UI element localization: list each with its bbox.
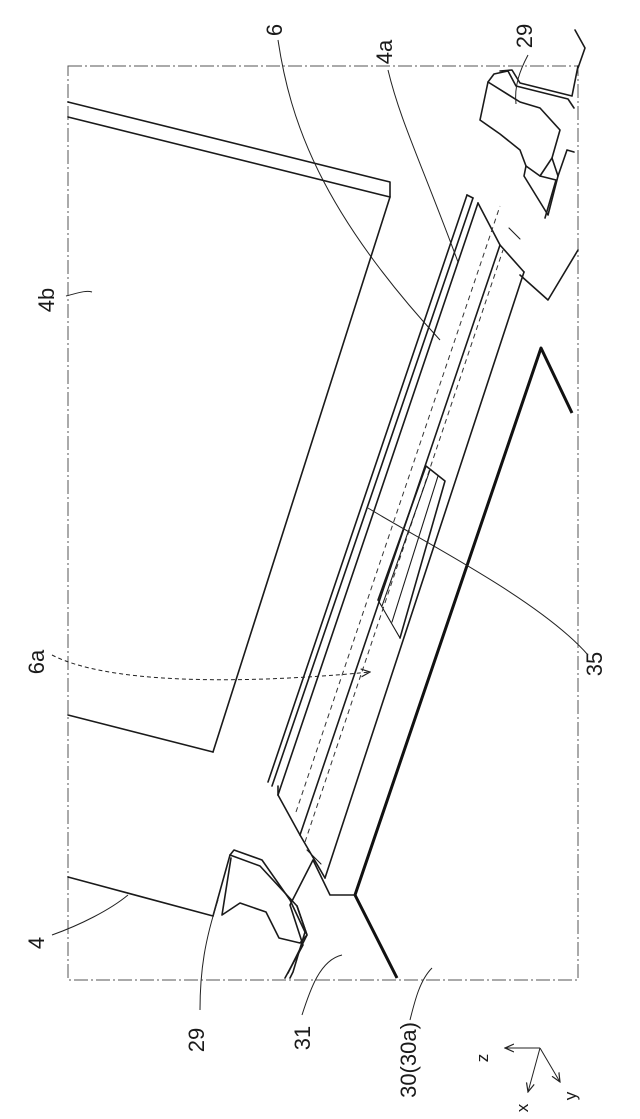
channel-31 xyxy=(285,250,578,978)
label-31: 31 xyxy=(290,1026,315,1050)
label-4b: 4b xyxy=(34,288,59,312)
upper-part-4b xyxy=(68,102,390,752)
label-29-top: 29 xyxy=(512,24,537,48)
lower-member-30 xyxy=(355,348,572,978)
label-6: 6 xyxy=(262,24,287,36)
label-4: 4 xyxy=(24,937,49,949)
section-frame xyxy=(68,66,578,980)
leader-31 xyxy=(302,955,342,1015)
leader-6a xyxy=(52,655,370,680)
projection-29-top xyxy=(480,30,585,218)
label-4a: 4a xyxy=(372,39,397,64)
leader-4a xyxy=(388,70,458,262)
axes-symbol: z x y xyxy=(473,1048,580,1112)
axis-label-z: z xyxy=(473,1054,492,1063)
axis-label-x: x xyxy=(513,1103,532,1112)
label-6a: 6a xyxy=(24,649,49,674)
axis-label-y: y xyxy=(561,1091,580,1100)
leader-30 xyxy=(410,968,432,1020)
leader-29-bottom xyxy=(200,900,218,1010)
hidden-line-6a xyxy=(296,206,503,842)
upper-part-4-lower xyxy=(68,877,213,916)
label-30: 30(30a) xyxy=(396,1022,421,1098)
label-35: 35 xyxy=(582,652,607,676)
leader-4b xyxy=(66,291,92,296)
leader-4 xyxy=(52,895,128,935)
label-29-bottom: 29 xyxy=(184,1028,209,1052)
